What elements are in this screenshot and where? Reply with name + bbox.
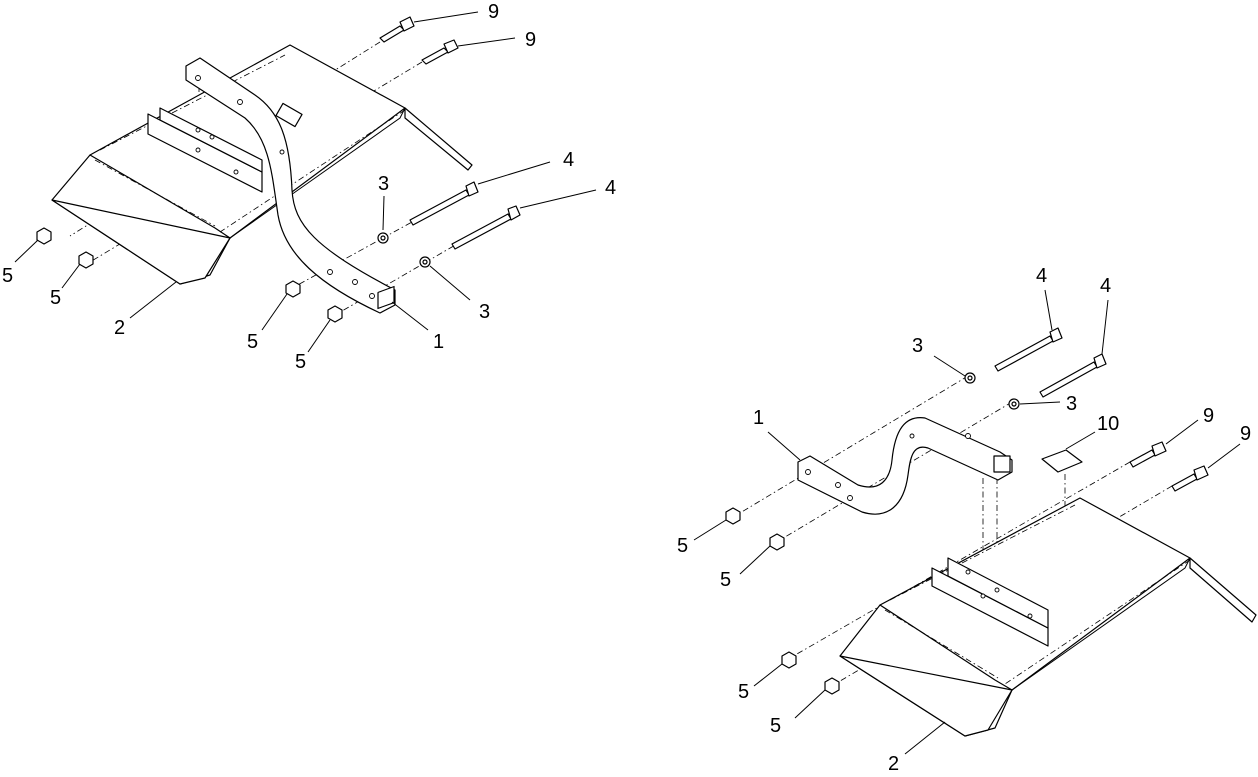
right-bar-end bbox=[993, 455, 1011, 473]
left-nuts-5 bbox=[36, 227, 343, 323]
right-bolts-4 bbox=[994, 327, 1107, 398]
right-callout-2: 2 bbox=[888, 753, 899, 775]
left-bolts-4 bbox=[409, 181, 521, 250]
right-callout-10: 10 bbox=[1097, 413, 1119, 435]
left-callout-4b: 4 bbox=[605, 177, 616, 199]
left-callout-2: 2 bbox=[114, 317, 125, 339]
right-washers-3 bbox=[964, 372, 1020, 410]
left-callout-9a: 9 bbox=[488, 1, 499, 23]
right-callout-5a: 5 bbox=[677, 535, 688, 557]
right-callout-9b: 9 bbox=[1240, 423, 1251, 445]
right-mounting-bracket bbox=[931, 557, 1049, 647]
right-callout-4b: 4 bbox=[1100, 275, 1111, 297]
left-callouts: 9 9 4 4 3 3 1 2 5 5 5 5 bbox=[2, 1, 616, 373]
right-callout-3b: 3 bbox=[1066, 393, 1077, 415]
left-washers-3 bbox=[377, 232, 431, 268]
right-decal bbox=[1041, 449, 1083, 473]
right-callout-5b: 5 bbox=[720, 569, 731, 591]
left-decal bbox=[275, 102, 303, 128]
left-callout-3a: 3 bbox=[378, 173, 389, 195]
right-leader-lines bbox=[693, 289, 1241, 755]
left-bolts-9 bbox=[379, 16, 459, 65]
right-nuts-5 bbox=[725, 507, 840, 695]
left-callout-5d: 5 bbox=[295, 351, 306, 373]
right-callout-5d: 5 bbox=[770, 715, 781, 737]
left-leader-lines bbox=[14, 11, 597, 353]
left-callout-5c: 5 bbox=[247, 331, 258, 353]
left-callout-1: 1 bbox=[433, 331, 444, 353]
left-assembly: 9 9 4 4 3 3 1 2 5 5 5 5 bbox=[2, 1, 616, 373]
right-callout-4a: 4 bbox=[1036, 265, 1047, 287]
right-callout-1: 1 bbox=[753, 407, 764, 429]
left-mounting-bracket bbox=[147, 107, 263, 193]
right-assembly: 4 4 3 3 10 9 9 1 5 5 5 5 2 bbox=[677, 265, 1257, 775]
left-callout-5b: 5 bbox=[50, 287, 61, 309]
left-callout-9b: 9 bbox=[525, 29, 536, 51]
right-bolts-9 bbox=[1129, 441, 1209, 492]
left-support-bar bbox=[185, 57, 396, 314]
right-support-bar bbox=[797, 417, 1013, 515]
right-callout-9a: 9 bbox=[1203, 405, 1214, 427]
left-deflector bbox=[51, 44, 473, 285]
right-callout-5c: 5 bbox=[738, 681, 749, 703]
right-callout-3a: 3 bbox=[912, 335, 923, 357]
left-callout-3b: 3 bbox=[479, 301, 490, 323]
right-deflector bbox=[839, 497, 1257, 737]
left-callout-5a: 5 bbox=[2, 265, 13, 287]
left-callout-4a: 4 bbox=[563, 149, 574, 171]
right-callouts: 4 4 3 3 10 9 9 1 5 5 5 5 2 bbox=[677, 265, 1251, 775]
